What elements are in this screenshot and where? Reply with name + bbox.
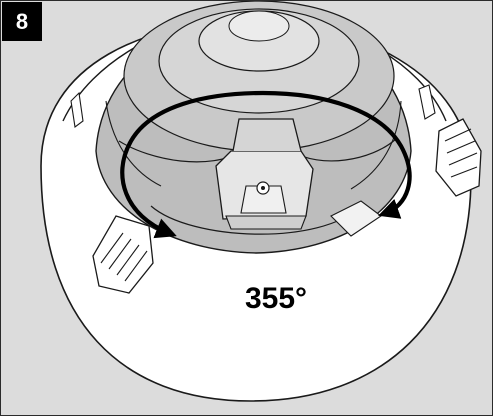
left-clip	[92, 215, 154, 294]
rotation-angle-label: 355°	[245, 282, 307, 315]
step-number-badge: 8	[2, 2, 42, 41]
rotation-arrow	[120, 90, 412, 239]
rim-tabs	[70, 84, 436, 128]
